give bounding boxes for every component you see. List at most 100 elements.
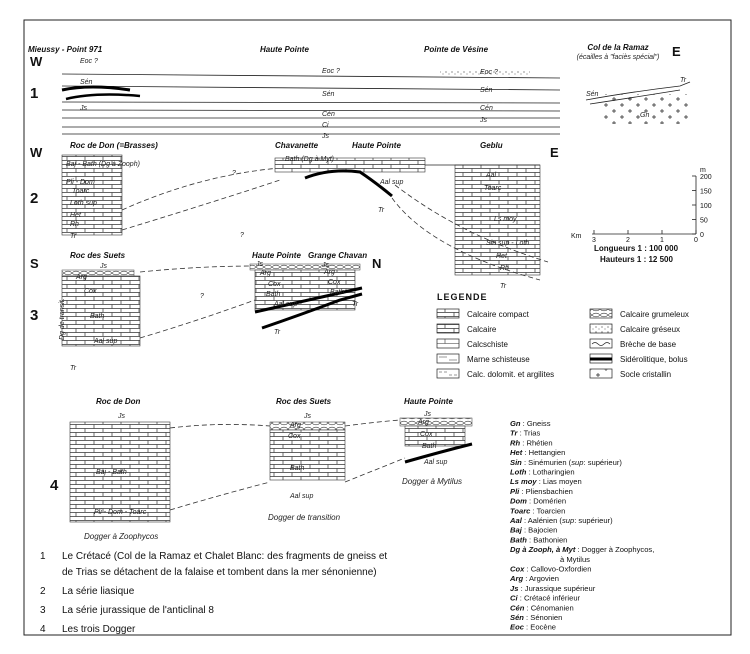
abbr-row-18: Ci : Crétacé inférieur [510,594,581,603]
abbr-em: sup [562,516,574,525]
scale-h-tick-2: 1 [660,237,664,244]
abbr-row-20: Sén : Sénonien [510,613,562,622]
abbr-code: Dg à Zooph, à Myt [510,545,578,554]
s2-column-geblu [454,164,541,276]
legend-swatch-right-1 [589,323,613,334]
abbr-text: : Trias [520,429,541,438]
abbr-text: à Mytilus [560,555,590,564]
abbr-code: Pli [510,487,521,496]
abbr-text: : Dogger à Zoophycos, [578,545,655,554]
s4-caption-1: Dogger de transition [268,513,341,522]
s4-unit-5: Cox [288,433,301,440]
s3-unit-9: Cox [268,281,281,288]
scale-v-tick-2: 100 [700,203,712,210]
abbr-row-13: Dg à Zooph, à Myt : Dogger à Zoophycos, [510,545,654,554]
scale-h-tick-0: 3 [592,237,596,244]
s2-unit-18: ? [240,232,244,239]
s4-site-0: Roc de Don [96,397,141,406]
s3-unit-15: Cox [328,279,341,286]
abbr-row-3: Het : Hettangien [510,448,565,457]
legend-swatch-left-4 [436,368,460,379]
abbr-tail: : supérieur) [574,516,613,525]
s2-unit-3: Loth sup [70,200,97,207]
abbr-text: : Lotharingien [529,468,575,477]
s3-unit-17: Tr [352,301,359,308]
s1-unit-0: Eoc ? [80,58,98,65]
scale-v-tick-0: 200 [700,174,712,181]
s1-unit-11: Js [479,117,488,124]
s3-unit-16: Bath [330,289,345,296]
s4-unit-12: Aal sup [423,459,447,466]
s3-unit-13: Js [321,262,330,269]
s2-west: W [30,145,43,160]
legend-label-left-2: Calcschiste [467,340,508,349]
s3-unit-4: Aal sup [93,338,117,345]
s3-site-1: Haute Pointe [252,251,301,260]
abbr-text: : Bajocien [524,526,557,535]
s3-unit-3: Bath [90,313,105,320]
abbr-code: Js [510,584,521,593]
legend-swatch-right-4 [589,368,613,379]
legend-label-left-1: Calcaire [467,325,497,334]
abbr-text: : Toarcien [533,506,566,515]
legend-title: LEGENDE [437,292,488,302]
s2-column-roc-de-don [61,154,123,236]
s3-unit-6: Dg de transit. [59,298,66,340]
s1-unit-2: Js [79,105,88,112]
abbr-row-6: Ls moy : Lias moyen [510,477,582,486]
scale-km: Km [571,233,582,240]
s3-unit-10: Bath [266,291,281,298]
legend-swatch-right-0 [589,308,613,319]
abbr-tail: : supérieur) [583,458,622,467]
s2-site-1: Chavanette [275,141,319,150]
legend-label-right-1: Calcaire gréseux [620,325,680,334]
s1-unit-5: Cén [322,111,335,118]
legend-label-right-3: Sidérolitique, bolus [620,355,688,364]
s1-unit-8: Eoc ? [480,69,498,76]
s2-unit-7: Bath (Dg à Myt) [285,156,334,163]
legend-label-left-4: Calc. dolomit. et argilites [467,370,554,379]
caption-number-3: 3 [40,605,46,616]
s2-unit-8: Aal sup [379,179,403,186]
s2-unit-17: ? [232,170,236,177]
scale-v-tick-4: 0 [700,232,704,239]
abbr-text: : Gneiss [523,419,551,428]
scale-h-tick-3: 0 [694,237,698,244]
s1-unit-9: Sén [480,87,493,94]
caption-text-3: La série jurassique de l'anticlinal 8 [62,605,214,616]
s1-west: W [30,54,43,69]
s1-unit-7: Js [321,133,330,140]
abbr-code: Loth [510,468,529,477]
abbr-code: Rh [510,438,522,447]
s2-unit-11: Toarc [484,185,502,192]
abbr-code: Tr [510,429,520,438]
figure-captions: 1 Le Crétacé (Col de la Ramaz et Chalet B… [40,551,387,635]
caption-text-0: Le Crétacé (Col de la Ramaz et Chalet Bl… [62,551,387,562]
abbr-text: : Lias moyen [539,477,582,486]
abbr-code: Arg [509,574,525,583]
s3-north: N [372,256,381,271]
abbr-row-19: Cén : Cénomanien [510,603,574,612]
s4-unit-4: Arg [289,422,301,429]
caption-number-0: 1 [40,551,46,562]
s4-unit-8: Js [423,411,432,418]
s3-site-2: Grange Chavan [308,251,367,260]
s4-unit-6: Bath [290,465,305,472]
s2-east: E [550,145,559,160]
caption-text-2: La série liasique [62,586,135,597]
abbr-text: : Cénomanien [526,603,573,612]
abbr-row-21: Eoc : Eocène [510,623,556,632]
scale-heights: Hauteurs 1 : 12 500 [600,255,673,264]
abbr-text: : Rhétien [522,438,552,447]
abbr-text: : Pliensbachien [521,487,573,496]
abbr-row-16: Arg : Argovien [509,574,559,583]
abbr-code: Bath [510,535,529,544]
s2-unit-16: Tr [500,283,507,290]
abbr-row-1: Tr : Trias [510,429,540,438]
